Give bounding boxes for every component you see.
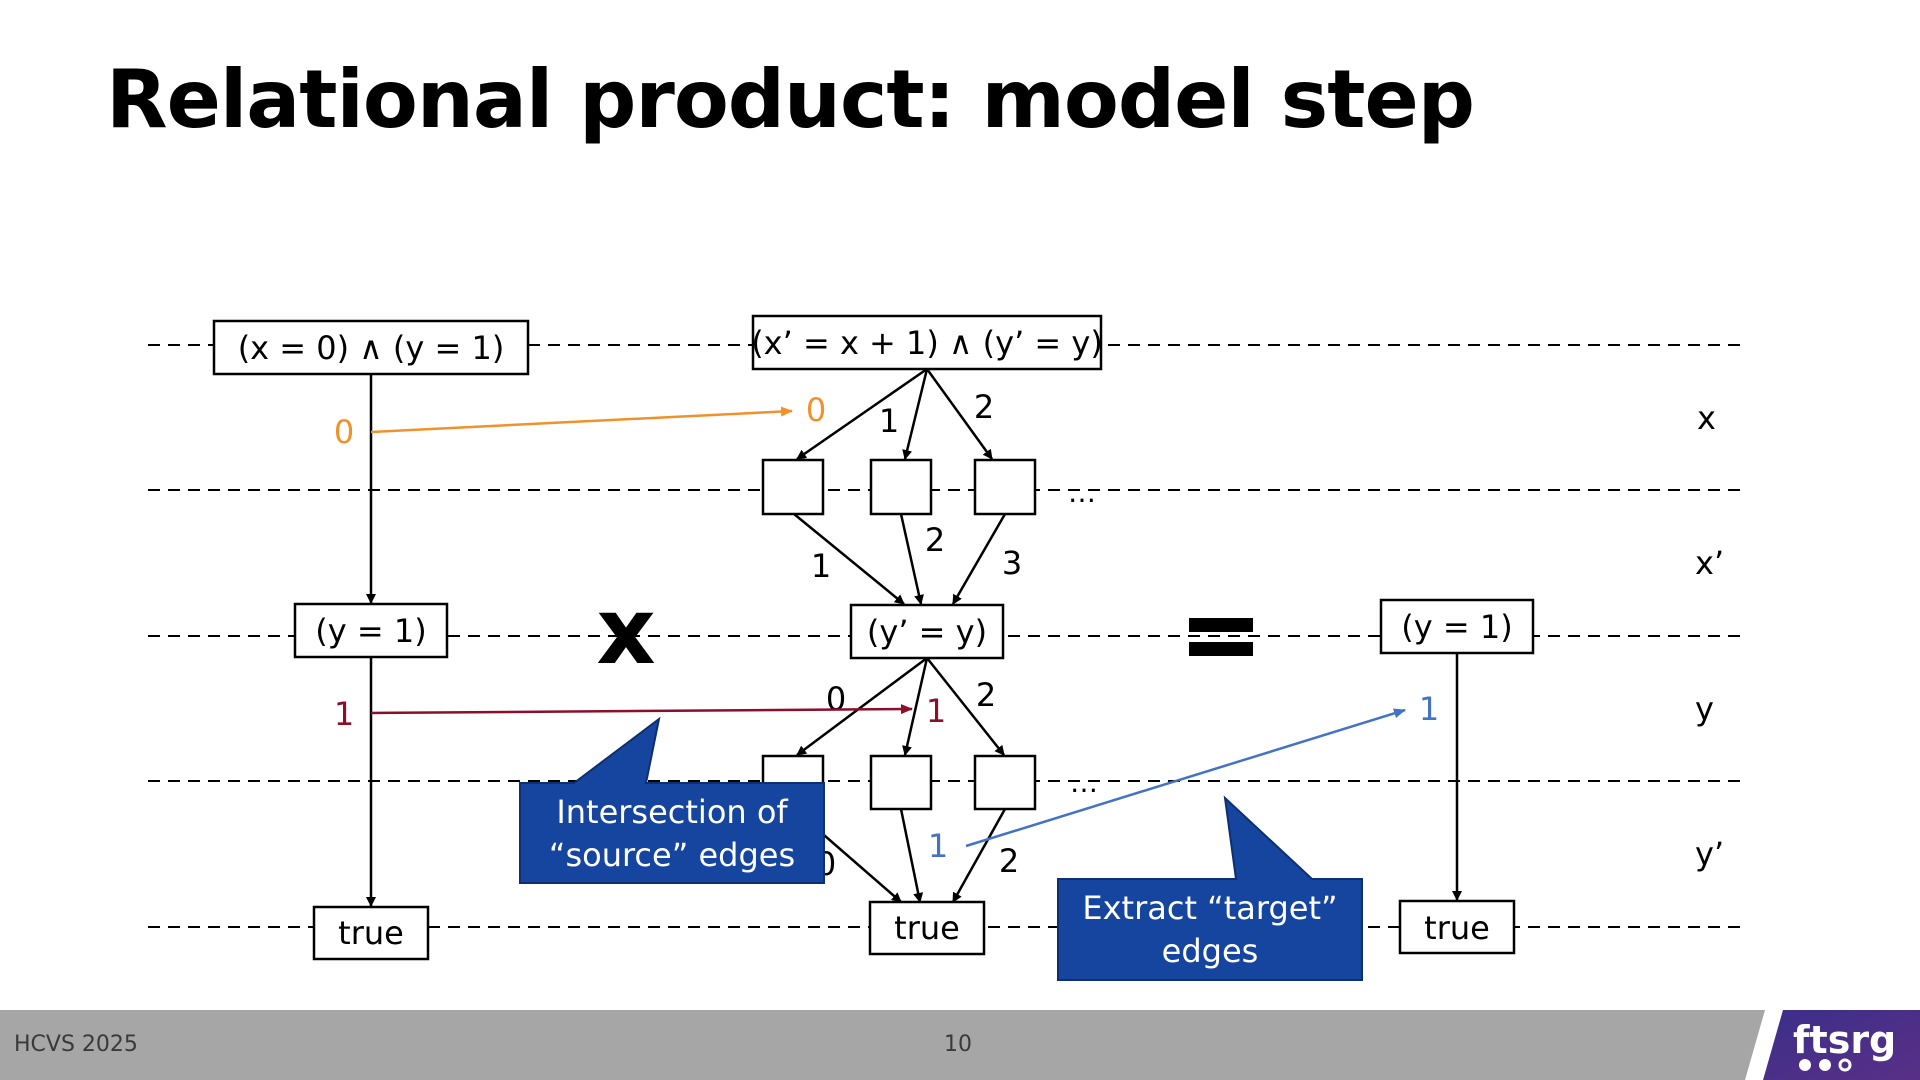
mid-y-edge-label-1: 1	[926, 692, 946, 730]
orange-source-arrow	[370, 406, 793, 434]
right-terminal-true	[1398, 899, 1516, 955]
callout-source-line1: Intersection of	[556, 793, 788, 831]
logo-dot-1	[1799, 1059, 1811, 1071]
left-y-edge-label: 1	[334, 695, 354, 733]
left-top-node-label: (x = 0) ∧ (y = 1)	[238, 329, 505, 367]
mid-top-node-label: (x’ = x + 1) ∧ (y’ = y)	[751, 324, 1103, 362]
mid-y-edge-label-2: 2	[976, 676, 996, 714]
middle-bdd: (x’ = x + 1) ∧ (y’ = y) 0 1 2 … 1 2 3 (y…	[751, 314, 1103, 956]
logo-dot-3	[1838, 1058, 1852, 1072]
right-terminal-label: true	[1424, 909, 1490, 947]
left-terminal-true	[312, 905, 430, 961]
mid-x-edge-label-2: 2	[974, 388, 994, 426]
mid-y-edge-0	[796, 656, 928, 757]
right-bdd: (y = 1) 1 true	[1379, 598, 1535, 955]
mid-xp-edge-3	[951, 513, 1007, 605]
mid-y-edge-2	[926, 657, 1005, 756]
times-operator: x	[596, 578, 655, 685]
mid-y-edge-1	[902, 657, 929, 756]
callout-source-shape	[519, 716, 825, 884]
left-terminal-label: true	[338, 914, 404, 952]
footer-page-number: 10	[944, 1032, 972, 1057]
mid-yp-edge-1	[899, 808, 924, 903]
mid-x-ellipsis: …	[1068, 476, 1096, 509]
footer-bar	[0, 1010, 1920, 1080]
level-label-x: x	[1697, 399, 1716, 437]
mid-yp-edge-2	[951, 808, 1007, 903]
level-label-yprime: y’	[1695, 835, 1724, 873]
right-top-node-label: (y = 1)	[1401, 608, 1512, 646]
mid-yp-node-3	[973, 754, 1037, 811]
mid-x-edge-0	[796, 367, 928, 461]
equals-operator	[1189, 618, 1253, 656]
callout-source-line2: “source” edges	[549, 836, 795, 874]
mid-terminal-label: true	[894, 909, 960, 947]
mid-xp-edge-label-1: 1	[811, 547, 831, 585]
mid-top-node	[751, 314, 1103, 371]
callout-target-shape	[1057, 795, 1363, 981]
mid-xp-node-2	[869, 458, 933, 516]
mid-xp-edge-1	[793, 513, 905, 605]
ftsrg-logo: ftsrg	[1745, 1010, 1920, 1080]
level-label-xprime: x’	[1695, 544, 1724, 582]
mid-yp-edge-label-2: 2	[999, 842, 1019, 880]
right-top-node	[1379, 598, 1535, 655]
callout-source-edges: Intersection of “source” edges	[519, 716, 825, 884]
mid-xp-edge-label-2: 2	[925, 521, 945, 559]
mid-y-edge-label-0: 0	[826, 680, 846, 718]
mid-x-edge-2	[925, 368, 994, 460]
mid-xp-node-3	[973, 458, 1037, 516]
mid-y-node-label: (y’ = y)	[867, 613, 987, 651]
mid-x-edge-label-0: 0	[806, 391, 826, 429]
equals-bar-bottom	[1189, 642, 1253, 656]
mid-xp-edge-label-3: 3	[1002, 544, 1022, 582]
red-source-arrow	[370, 704, 913, 715]
equals-bar-top	[1189, 618, 1253, 632]
left-bdd: (x = 0) ∧ (y = 1) 0 (y = 1) 1 true	[212, 319, 530, 961]
mid-yp-edge-label-1: 1	[928, 827, 948, 865]
left-x-edge-label: 0	[334, 413, 354, 451]
left-top-node	[212, 319, 530, 376]
callout-target-line1: Extract “target”	[1082, 889, 1337, 927]
mid-terminal-true	[868, 900, 986, 956]
mid-yp-node-2	[869, 754, 933, 811]
footer-conference: HCVS 2025	[14, 1032, 138, 1057]
mid-x-edge-label-1: 1	[879, 402, 899, 440]
right-y-edge-label: 1	[1419, 690, 1439, 728]
level-label-y: y	[1695, 690, 1714, 728]
logo-text: ftsrg	[1793, 1018, 1896, 1062]
mid-y-node	[849, 603, 1005, 660]
left-mid-node-label: (y = 1)	[315, 612, 426, 650]
logo-dot-2	[1819, 1059, 1831, 1071]
callout-target-edges: Extract “target” edges	[1057, 795, 1363, 981]
slide-title: Relational product: model step	[106, 53, 1475, 146]
mid-xp-node-1	[761, 458, 825, 516]
callout-target-line2: edges	[1162, 932, 1259, 970]
left-mid-node	[293, 602, 449, 659]
mid-y-ellipsis: …	[1070, 766, 1098, 799]
blue-target-arrow	[965, 708, 1406, 848]
relational-product-diagram: x x’ y y’ (x = 0) ∧ (y = 1) 0 (y = 1) 1 …	[148, 314, 1740, 981]
mid-xp-edge-2	[899, 513, 924, 605]
mid-x-edge-1	[902, 368, 929, 460]
